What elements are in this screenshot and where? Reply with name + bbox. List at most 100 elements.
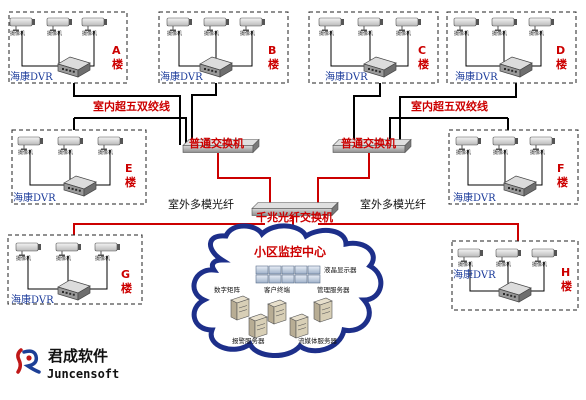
camera-label-c-3: 摄像机 [396, 31, 412, 37]
matrix-label: 数字矩阵 [214, 286, 240, 294]
fiber-left-switch-to-core [217, 153, 271, 208]
building-label-f: F 楼 [557, 162, 568, 189]
devices [9, 17, 557, 303]
camera-wire [21, 31, 60, 67]
building-label-g: G 楼 [121, 268, 132, 295]
center-title: 小区监控中心 [254, 245, 327, 259]
dvr-label-e: 海康DVR [13, 193, 56, 204]
switch-left-icon [182, 138, 260, 154]
camera-wire [178, 31, 202, 67]
outdoor-fiber-label-left: 室外多模光纤 [168, 198, 234, 211]
stream-server-icon [289, 313, 309, 339]
camera-icon [203, 17, 229, 31]
indoor-cable-label-right: 室内超五双绞线 [411, 100, 488, 113]
camera-label-g-2: 摄像机 [56, 256, 72, 262]
building-label-h: H 楼 [561, 266, 572, 293]
camera-label-d-3: 摄像机 [529, 31, 545, 37]
camera-label-g-3: 摄像机 [95, 256, 111, 262]
building-label-e: E 楼 [125, 162, 136, 189]
camera-icon [17, 136, 43, 150]
fiber-right-switch-to-core [317, 153, 370, 208]
cable-a-to-left-switch [73, 80, 181, 145]
camera-label-f-1: 摄像机 [456, 150, 472, 156]
camera-label-a-3: 摄像机 [82, 31, 98, 37]
camera-icon [528, 17, 554, 31]
camera-label-c-2: 摄像机 [358, 31, 374, 37]
dvr-device-icon [57, 56, 91, 78]
monitor-screen-icon [307, 274, 321, 284]
monitor-screen-icon [255, 274, 269, 284]
cloud-outline [191, 223, 384, 359]
dvr-device-icon [503, 175, 537, 197]
matrix-server-icon [230, 295, 250, 321]
camera-label-c-1: 摄像机 [319, 31, 335, 37]
dvr-label-f: 海康DVR [453, 193, 496, 204]
camera-icon [529, 136, 555, 150]
camera-label-d-2: 摄像机 [492, 31, 508, 37]
building-label-d: D 楼 [556, 44, 567, 71]
monitor-screen-icon [294, 265, 308, 275]
camera-icon [492, 136, 518, 150]
stream-server-label: 流媒体服务器 [298, 337, 337, 345]
dvr-device-icon [498, 281, 532, 303]
camera-icon [239, 17, 265, 31]
camera-wire [330, 31, 366, 67]
cable-b-to-left-switch [191, 80, 217, 145]
camera-icon [166, 17, 192, 31]
monitoring-center-cloud [191, 223, 384, 359]
dvr-label-b: 海康DVR [160, 72, 203, 83]
camera-icon [15, 242, 41, 256]
core-switch-label: 千兆光纤交换机 [256, 211, 333, 224]
logo-subtitle: Juncensoft [47, 367, 120, 381]
mgmt-server-icon [313, 297, 333, 323]
client-label: 客户终端 [264, 286, 290, 294]
camera-label-h-2: 摄像机 [496, 262, 512, 268]
building-label-b: B 楼 [268, 44, 279, 71]
cable-d-to-right-switch [399, 80, 517, 145]
indoor-cable-label-left: 室内超五双绞线 [93, 100, 170, 113]
building-label-c: C 楼 [418, 44, 429, 71]
camera-wire [465, 31, 502, 67]
building-label-a: A 楼 [112, 44, 123, 71]
camera-icon [491, 17, 517, 31]
camera-label-g-1: 摄像机 [16, 256, 32, 262]
switch-right-icon [332, 138, 412, 154]
monitor-screen-icon [294, 274, 308, 284]
camera-icon [94, 242, 120, 256]
cable-f-to-right-switch [389, 117, 508, 145]
camera-label-h-1: 摄像机 [458, 262, 474, 268]
cable-e-to-left-switch [74, 117, 187, 145]
logo-mark-icon [16, 348, 41, 374]
switch-label-left: 普通交换机 [189, 137, 244, 150]
dvr-label-d: 海康DVR [455, 72, 498, 83]
camera-icon [81, 17, 107, 31]
monitor-screen-icon [268, 265, 282, 275]
dvr-device-icon [363, 56, 397, 78]
dvr-label-a: 海康DVR [10, 72, 53, 83]
camera-icon [457, 248, 483, 262]
camera-icon [46, 17, 72, 31]
camera-label-d-1: 摄像机 [454, 31, 470, 37]
camera-label-e-3: 摄像机 [98, 150, 114, 156]
dvr-label-h: 海康DVR [453, 270, 496, 281]
camera-icon [455, 136, 481, 150]
outdoor-fiber-label-right: 室外多模光纤 [360, 198, 426, 211]
camera-label-a-2: 摄像机 [47, 31, 63, 37]
mgmt-server-label: 管理服务器 [317, 286, 350, 294]
client-terminal-icon [267, 299, 287, 325]
monitor-screen-icon [307, 265, 321, 275]
dvr-device-icon [199, 56, 233, 78]
monitor-screen-icon [255, 265, 269, 275]
camera-wire [29, 150, 66, 186]
core-switch-icon [251, 201, 339, 217]
camera-label-b-3: 摄像机 [240, 31, 256, 37]
camera-icon [395, 17, 421, 31]
camera-wire [469, 262, 501, 292]
camera-label-b-1: 摄像机 [167, 31, 183, 37]
camera-icon [97, 136, 123, 150]
alarm-server-icon [248, 313, 268, 339]
monitor-screen-icon [268, 274, 282, 284]
camera-icon [9, 17, 35, 31]
monitor-label: 液晶显示器 [324, 266, 357, 274]
camera-icon [495, 248, 521, 262]
